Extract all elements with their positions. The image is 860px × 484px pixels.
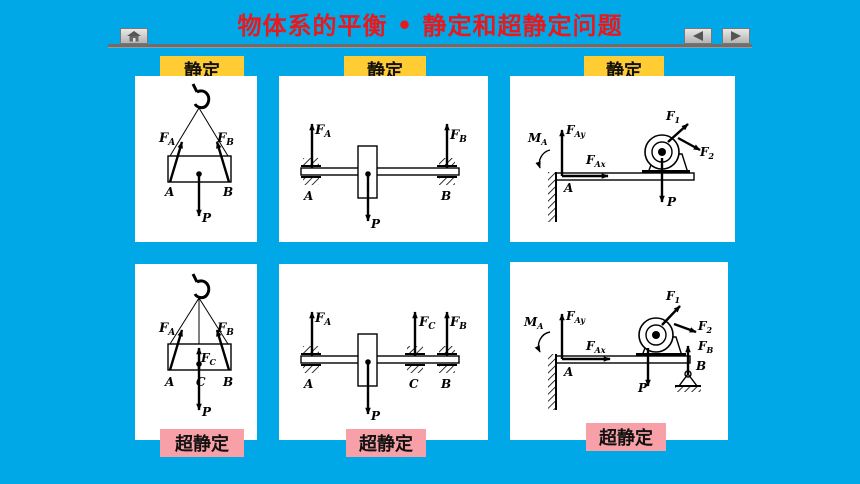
svg-text:C: C	[196, 375, 206, 389]
hyperstatic-label-3: 超静定	[586, 423, 666, 451]
svg-text:B: B	[695, 359, 706, 373]
svg-text:MA: MA	[523, 315, 544, 331]
svg-text:A: A	[303, 189, 313, 203]
svg-text:C: C	[409, 377, 419, 391]
svg-text:MA: MA	[527, 131, 548, 147]
next-button[interactable]	[722, 28, 750, 44]
svg-text:FAx: FAx	[585, 339, 606, 355]
svg-text:FB: FB	[216, 131, 234, 148]
svg-text:FA: FA	[314, 123, 331, 140]
svg-text:FAy: FAy	[565, 309, 586, 325]
svg-text:A: A	[563, 181, 573, 195]
svg-text:B: B	[222, 375, 233, 389]
svg-text:FA: FA	[158, 321, 175, 338]
cantilever-static-diagram: MA FAy FAx A F1 F2 P	[510, 76, 735, 242]
beam-hyperstatic-diagram: FA FC FB A C B P	[279, 264, 488, 440]
svg-text:FC: FC	[200, 351, 217, 367]
svg-text:P: P	[370, 217, 381, 231]
svg-text:B: B	[440, 189, 451, 203]
home-icon	[127, 31, 141, 42]
svg-text:FAx: FAx	[585, 153, 606, 169]
svg-text:B: B	[440, 377, 451, 391]
beam-static-diagram: FA FB A B P	[279, 76, 488, 242]
svg-text:A: A	[164, 185, 174, 199]
cantilever-hyperstatic-diagram: MA FAy FAx A F1 F2 FB B P	[510, 262, 728, 440]
page-title: 物体系的平衡 • 静定和超静定问题	[237, 11, 623, 40]
svg-text:F1: F1	[665, 289, 680, 305]
svg-text:FA: FA	[158, 131, 175, 148]
svg-text:P: P	[201, 211, 212, 225]
svg-text:F2: F2	[699, 145, 715, 161]
svg-text:A: A	[563, 365, 573, 379]
svg-text:A: A	[164, 375, 174, 389]
hook-hyperstatic-diagram: FA FB FC A C B P	[135, 264, 257, 440]
svg-text:P: P	[666, 195, 677, 209]
svg-text:FB: FB	[449, 315, 467, 332]
svg-text:FB: FB	[449, 128, 467, 145]
svg-text:P: P	[637, 381, 648, 395]
svg-text:A: A	[303, 377, 313, 391]
svg-text:FC: FC	[418, 315, 436, 332]
svg-text:FB: FB	[216, 321, 234, 338]
svg-text:FB: FB	[697, 339, 714, 355]
svg-text:FA: FA	[314, 311, 331, 328]
svg-text:P: P	[201, 405, 212, 419]
svg-text:FAy: FAy	[565, 123, 586, 139]
title-divider	[108, 44, 752, 47]
hyperstatic-label-2: 超静定	[346, 429, 426, 457]
home-button[interactable]	[120, 28, 148, 44]
previous-button[interactable]	[684, 28, 712, 44]
triangle-right-icon	[731, 31, 741, 41]
svg-text:B: B	[222, 185, 233, 199]
hyperstatic-label-1: 超静定	[160, 429, 244, 457]
hook-static-diagram: FA FB A B P	[135, 76, 257, 242]
svg-text:F1: F1	[665, 109, 680, 125]
svg-text:F2: F2	[697, 319, 713, 335]
triangle-left-icon	[693, 31, 703, 41]
svg-text:P: P	[370, 409, 381, 423]
